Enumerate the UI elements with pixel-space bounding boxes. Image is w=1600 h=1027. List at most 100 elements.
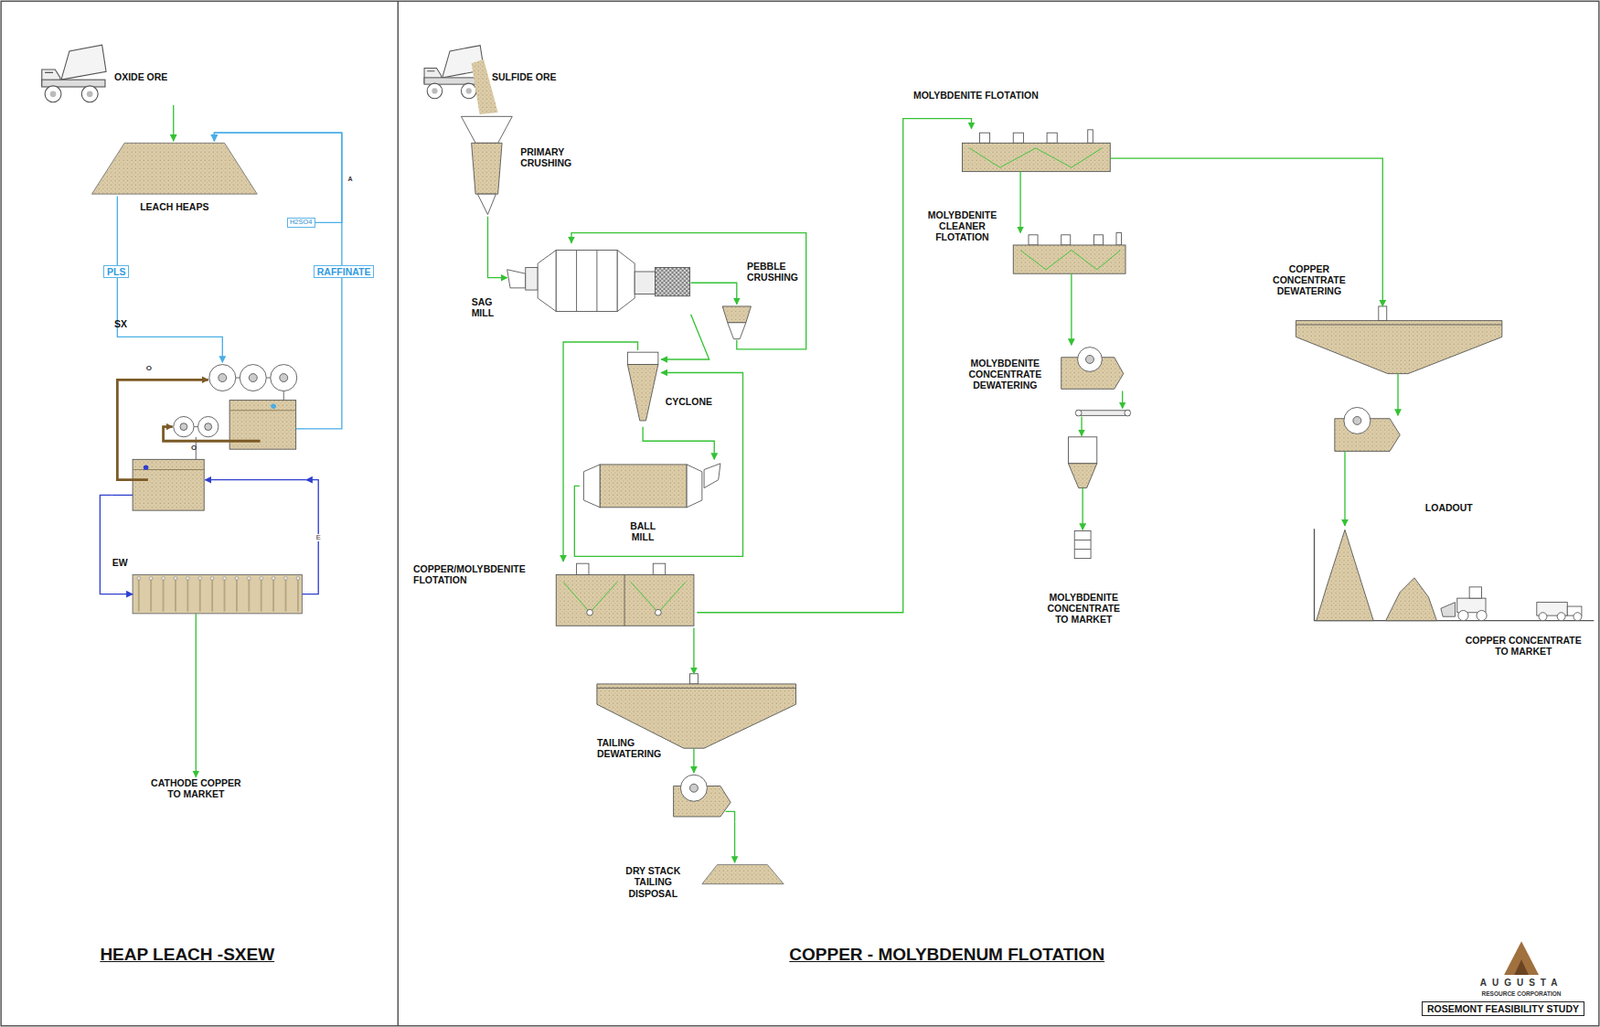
cyclone [627,352,658,421]
stream-label: RAFFINATE [313,265,375,278]
node-label: MOLYBDENITE FLOTATION [913,89,1039,101]
electrolyte-stub [204,479,306,480]
sx-plant: SX [112,362,307,521]
node-label: LOADOUT [1425,501,1473,513]
node-label: ROSEMONT FEASIBILITY STUDY [1427,1002,1579,1014]
moly-filter [1061,347,1124,390]
reagent-box: H2SO4 [287,217,316,228]
panel-title: COPPER - MOLYBDENUM FLOTATION [789,944,1105,965]
dry-stack [702,864,784,884]
ball-mill [583,463,721,508]
flotation-cells: MOLYBDENITE CLEANER FLOTATION [1013,232,1126,274]
market-terminal: CATHODE COPPER TO MARKET [145,777,246,800]
node-label: SULFIDE ORE [491,71,557,83]
flow-line [563,341,638,562]
node-label: SAG MILL [471,296,495,319]
title-block: ROSEMONT FEASIBILITY STUDY [1421,1001,1585,1016]
node-label: EW [112,556,128,568]
flow-line [734,821,736,864]
concentrate-packaging: MOLYBDENITE CONCENTRATE TO MARKET [1061,407,1143,561]
flow-line [1121,391,1123,409]
node-label: CATHODE COPPER TO MARKET [145,777,246,800]
annotation: A [348,175,353,183]
flow-line [487,216,507,278]
thickener: TAILING DEWATERING [595,673,800,822]
dry-stack: DRY STACK TAILING DISPOSAL [702,862,784,886]
flow-line [117,195,223,363]
flow-line [1019,171,1021,234]
node-label: DRY STACK TAILING DISPOSAL [620,864,685,898]
flow-line [691,282,737,304]
node-label: PRIMARY CRUSHING [520,146,572,169]
flow-line [99,494,133,594]
flow-line [1109,158,1383,307]
flow-line [213,132,342,223]
annotation: O [146,363,152,373]
oxide-truck [42,44,107,103]
primary-crusher: PRIMARY CRUSHING [460,114,512,217]
annotation: O [191,443,197,452]
node-label: BALL MILL [629,520,656,543]
flow-line [1070,273,1072,345]
flow-line [642,426,715,460]
stream-label: PLS [103,265,129,278]
leach-heap [91,142,257,194]
flow-line [195,613,197,778]
panel-divider [397,0,399,1026]
flow-line [574,372,743,556]
pebble-crusher [722,306,751,340]
sag-mill [507,250,691,312]
node-label: MOLYBDENITE CONCENTRATE TO MARKET [1041,591,1126,625]
haul-truck: OXIDE ORE [38,38,183,106]
flotation-cells: COPPER/MOLYBDENITE FLOTATION [555,561,697,629]
electrowinning-cell: EW [132,574,302,613]
leach-heap: LEACH HEAPS [91,140,257,196]
flow-line [1344,454,1345,526]
node-label: OXIDE ORE [114,71,168,83]
tailing-thickener [597,673,797,822]
sag-mill: SAG MILL [507,243,692,315]
company-logo [1504,940,1539,975]
node-label: TAILING DEWATERING [597,736,662,759]
organic-line [163,426,261,442]
rougher-cells [555,563,694,626]
stream-label: E [315,533,322,543]
filter: MOLYBDENITE CONCENTRATE DEWATERING [1058,344,1126,391]
flow-line [696,118,971,613]
haul-truck: SULFIDE ORE [421,38,489,102]
flotation-cells: MOLYBDENITE FLOTATION [961,128,1110,172]
moly-cleaner-cells [1013,233,1126,275]
node-label: MOLYBDENITE CLEANER FLOTATION [928,209,997,243]
node-label: LEACH HEAPS [139,201,209,213]
moly-rougher-cells [961,129,1110,172]
pebble-crusher: PEBBLE CRUSHING [722,304,753,341]
ore-stream [471,59,499,115]
flow-line [693,628,694,674]
ball-mill: BALL MILL [579,458,723,512]
node-label: SX [114,318,128,330]
flow-line [172,105,174,141]
primary-crusher [460,116,512,214]
moly-packaging [1068,409,1131,558]
annotation: RESOURCE CORPORATION [1482,990,1562,997]
raffinate-stub [296,427,307,429]
node-label: CYCLONE [665,395,713,407]
copper-thickener [1295,306,1502,455]
sx-plant [132,364,298,512]
node-label: COPPER CONCENTRATE TO MARKET [1459,634,1588,657]
flow-line [571,233,807,350]
electrowinning-cell [132,574,302,613]
node-label: PEBBLE CRUSHING [746,260,799,283]
node-label: MOLYBDENITE CONCENTRATE DEWATERING [968,357,1042,391]
loadout-area [1314,528,1595,620]
flow-line [661,314,709,360]
panel-title: HEAP LEACH -SXEW [99,944,275,965]
thickener: COPPER CONCENTRATE DEWATERING [1293,306,1504,455]
node-label: H2SO4 [289,218,313,227]
loadout: LOADOUTCOPPER CONCENTRATE TO MARKET [1314,525,1596,625]
annotation: AUGUSTA [1480,977,1564,989]
